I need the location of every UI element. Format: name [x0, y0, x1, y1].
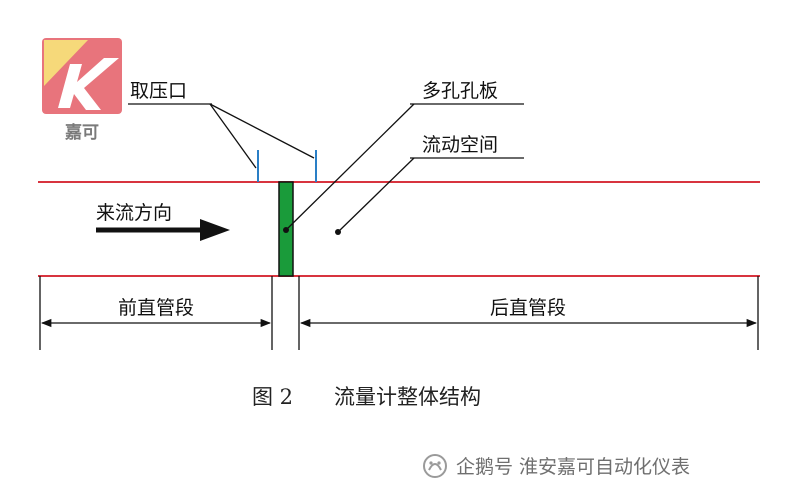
- downstream-pipe-label: 后直管段: [490, 297, 566, 319]
- flow-space-leader-dot: [335, 229, 341, 235]
- pressure-port-label: 取压口: [130, 80, 187, 102]
- penguin-icon: [423, 454, 447, 478]
- company-logo: 嘉可: [42, 38, 122, 143]
- flow-space-label: 流动空间: [422, 134, 498, 156]
- pressure-port-leader-2: [209, 103, 315, 159]
- logo-text: 嘉可: [64, 122, 99, 143]
- orifice-plate-leader-dot: [283, 227, 289, 233]
- watermark: 企鹅号 淮安嘉可自动化仪表: [423, 454, 690, 478]
- flow-direction-arrow-head: [200, 219, 230, 241]
- flow-direction-label: 来流方向: [96, 202, 172, 224]
- logo-k-mark: [58, 58, 119, 110]
- pressure-port-leader-1: [209, 103, 257, 169]
- orifice-plate-leader: [285, 103, 415, 231]
- upstream-pipe-label: 前直管段: [118, 297, 194, 319]
- figure-title: 流量计整体结构: [334, 385, 481, 409]
- orifice-plate-label: 多孔孔板: [422, 80, 498, 102]
- logo-yellow-accent: [44, 40, 88, 86]
- flow-space-leader: [337, 157, 415, 233]
- figure-number: 图 2: [252, 385, 293, 409]
- watermark-text: 企鹅号 淮安嘉可自动化仪表: [456, 456, 690, 478]
